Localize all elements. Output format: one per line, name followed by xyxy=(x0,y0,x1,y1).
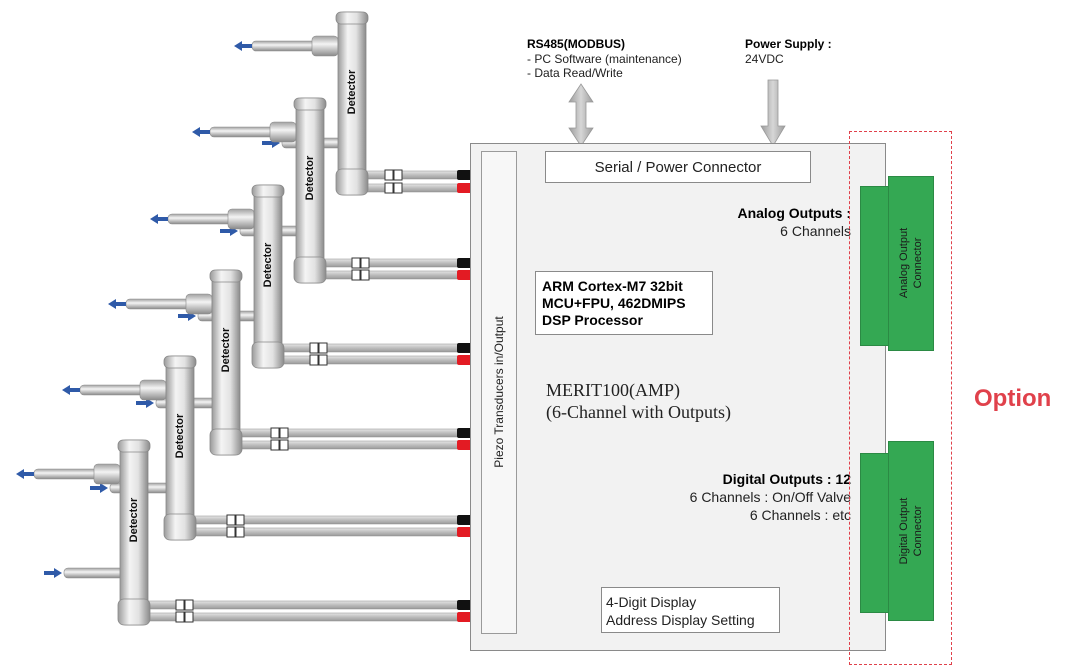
detector-label: Detector xyxy=(174,413,186,458)
digital-output-connector xyxy=(888,441,934,621)
rs485-line: - PC Software (maintenance) xyxy=(527,52,682,66)
option-dashed-region xyxy=(849,131,952,665)
cable-clip xyxy=(279,427,289,439)
detector: Detector xyxy=(192,97,327,284)
detector-cap xyxy=(293,97,327,111)
serial-power-connector: Serial / Power Connector xyxy=(545,151,811,183)
detector-label: Detector xyxy=(304,155,316,200)
cable-clip xyxy=(184,599,194,611)
flow-in-arrow-icon xyxy=(44,568,62,578)
flow-out-arrow-icon xyxy=(16,469,34,479)
outlet-fitting xyxy=(139,379,167,401)
outlet-fitting xyxy=(227,208,255,230)
detector-base xyxy=(209,428,243,456)
detector-cap xyxy=(209,269,243,283)
detector-cap xyxy=(163,355,197,369)
detector-base xyxy=(163,513,197,541)
cable-clip xyxy=(360,257,370,269)
cable xyxy=(273,355,484,365)
piezo-transducer-label: Piezo Transducers in/Output xyxy=(492,316,506,468)
digital-outputs-title: Digital Outputs : 12 xyxy=(722,471,851,487)
cable-clip xyxy=(235,514,245,526)
rs485-title: RS485(MODBUS) xyxy=(527,37,626,51)
analog-outputs-title: Analog Outputs : xyxy=(737,205,851,221)
cable-clip xyxy=(226,526,236,538)
cable-clip xyxy=(393,169,403,181)
cable-clip xyxy=(175,599,185,611)
processor-line: DSP Processor xyxy=(542,312,643,328)
analog-outputs-value: 6 Channels xyxy=(780,223,851,239)
flow-in-arrow-icon xyxy=(90,483,108,493)
flow-out-arrow-icon xyxy=(150,214,168,224)
flow-out-arrow-icon xyxy=(108,299,126,309)
detector-base xyxy=(293,256,327,284)
cable xyxy=(231,440,484,450)
option-label: Option xyxy=(974,385,1052,412)
outlet-fitting xyxy=(311,35,339,57)
detector: Detector xyxy=(62,355,197,541)
cable-clip xyxy=(384,182,394,194)
power-supply-title: Power Supply : xyxy=(745,37,832,51)
outlet-fitting xyxy=(93,463,121,485)
cable-clip xyxy=(279,439,289,451)
cable-clip xyxy=(360,269,370,281)
detector-cap xyxy=(117,439,151,453)
cable-clip xyxy=(175,611,185,623)
piezo-transducer-panel xyxy=(481,151,517,634)
cable xyxy=(231,428,484,438)
processor-info-box: ARM Cortex-M7 32bit MCU+FPU, 462DMIPS DS… xyxy=(535,271,713,335)
power-supply-value: 24VDC xyxy=(745,52,784,66)
merit100-controller-box xyxy=(470,143,886,651)
detector: Detector xyxy=(234,11,369,196)
flow-out-arrow-icon xyxy=(62,385,80,395)
detector-label: Detector xyxy=(262,242,274,287)
detector-base xyxy=(117,598,151,626)
cable xyxy=(273,343,484,353)
display-line: 4-Digit Display xyxy=(606,594,697,610)
power-supply-arrow xyxy=(760,79,786,147)
cable-clip xyxy=(309,342,319,354)
cable-clip xyxy=(393,182,403,194)
detector-label: Detector xyxy=(346,69,358,114)
flow-out-arrow-icon xyxy=(234,41,252,51)
cable-clip xyxy=(226,514,236,526)
display-line: Address Display Setting xyxy=(606,612,755,628)
detector-label: Detector xyxy=(220,327,232,372)
processor-line: ARM Cortex-M7 32bit xyxy=(542,278,683,294)
cable-clip xyxy=(235,526,245,538)
rs485-line: - Data Read/Write xyxy=(527,66,623,80)
outlet-fitting xyxy=(269,121,297,143)
cable-clip xyxy=(270,427,280,439)
detector-label: Detector xyxy=(128,497,140,542)
model-description: (6-Channel with Outputs) xyxy=(546,402,731,422)
cable-clip xyxy=(270,439,280,451)
detector-base xyxy=(251,341,285,369)
cable-clip xyxy=(351,269,361,281)
digital-outputs-line: 6 Channels : etc xyxy=(749,507,851,523)
processor-line: MCU+FPU, 462DMIPS xyxy=(542,295,686,311)
cable-clip xyxy=(309,354,319,366)
detector-cap xyxy=(335,11,369,25)
detector: Detector xyxy=(108,269,243,456)
rs485-bidirectional-arrow xyxy=(568,83,594,147)
flow-out-arrow-icon xyxy=(192,127,210,137)
cable-clip xyxy=(318,342,328,354)
display-info-box: 4-Digit Display Address Display Setting xyxy=(601,587,780,633)
cable-clip xyxy=(184,611,194,623)
cable-clip xyxy=(384,169,394,181)
detector-base xyxy=(335,168,369,196)
model-name: MERIT100(AMP) xyxy=(546,380,680,400)
outlet-fitting xyxy=(185,293,213,315)
flow-in-arrow-icon xyxy=(136,398,154,408)
cable-clip xyxy=(318,354,328,366)
cable-clip xyxy=(351,257,361,269)
detector: Detector xyxy=(16,439,151,626)
analog-output-connector xyxy=(888,176,934,351)
digital-outputs-line: 6 Channels : On/Off Valve xyxy=(689,489,851,505)
detector-cap xyxy=(251,184,285,198)
